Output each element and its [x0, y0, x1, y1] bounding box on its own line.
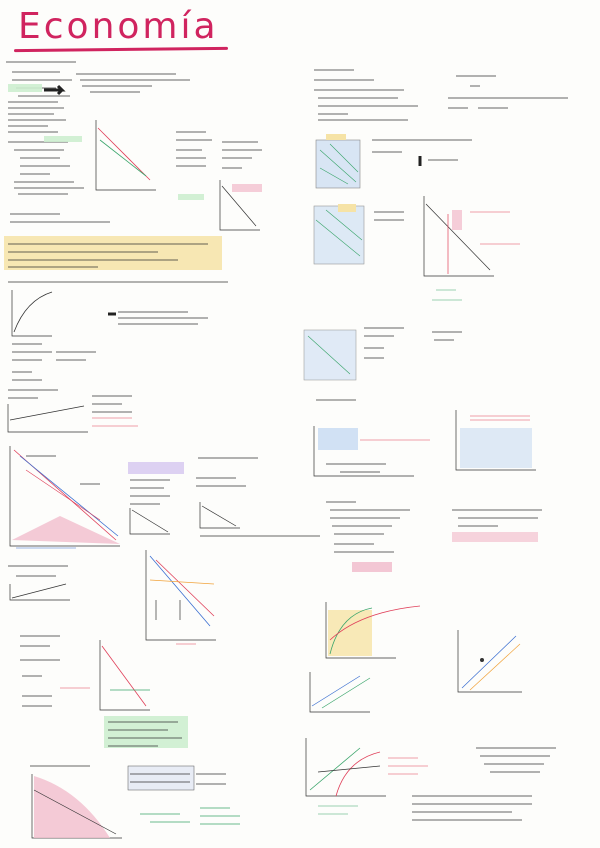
diagram-edgeworth-box-3: [303, 327, 462, 381]
chart-bottom-right: [305, 738, 556, 821]
diagram-cost-curve: [8, 120, 156, 195]
diagram-edgeworth-box-1: [315, 134, 472, 189]
note-highlight-yellow: [4, 213, 222, 270]
diagram-formula-left: [20, 635, 150, 711]
chart-surplus-bottom-left: [30, 765, 240, 839]
diagram-small-table: [176, 131, 262, 231]
note-block-right-top: [314, 69, 568, 121]
note-block-right-mid: [326, 501, 542, 572]
note-highlight-green-mid: [104, 716, 188, 748]
diagram-production-curve: [8, 281, 228, 381]
chart-shifts-middle: [145, 550, 216, 645]
chart-equilibrium-right: [423, 196, 520, 301]
diagram-equilibrium-small: [7, 389, 138, 433]
note-block-intro: [6, 61, 190, 133]
diagram-edgeworth-box-2: [313, 204, 404, 265]
chart-monopoly-right: [313, 399, 536, 477]
chart-cost-curves-right: [309, 602, 421, 713]
chart-linear-right: [457, 630, 522, 693]
chart-supply-demand-left: [9, 446, 120, 549]
page-title: Economía: [18, 6, 219, 47]
diagram-purple-box: [128, 457, 320, 537]
diagram-tangent-curve: [8, 565, 70, 601]
